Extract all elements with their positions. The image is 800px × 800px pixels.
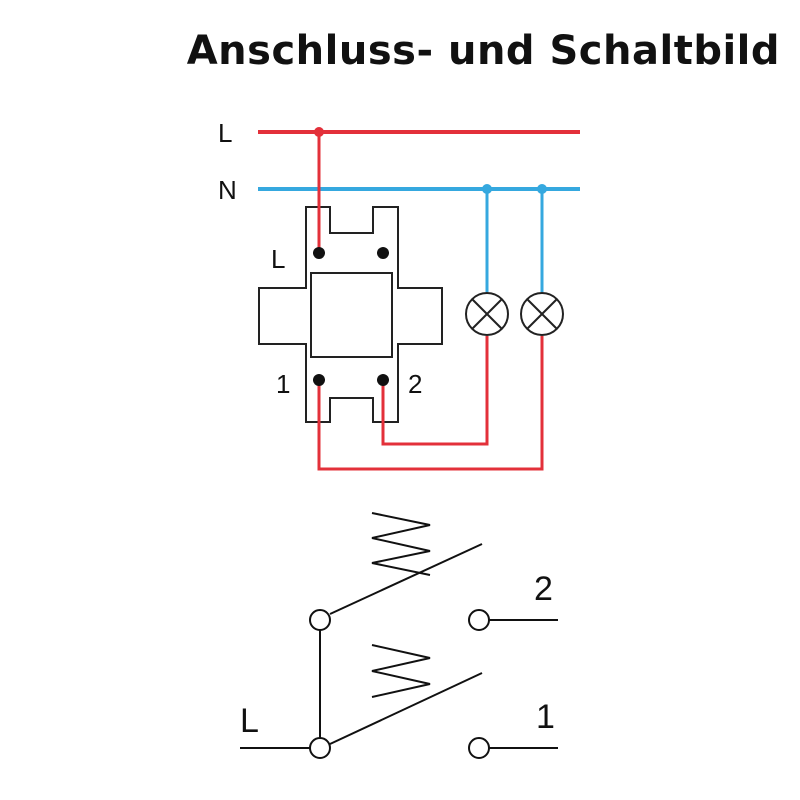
terminal-unused xyxy=(377,247,389,259)
neutral-rail-label: N xyxy=(218,175,237,205)
switch-rocker xyxy=(310,272,393,358)
output-2-wire xyxy=(381,336,489,446)
schematic-output-1-label: 1 xyxy=(536,698,555,736)
pivot-contact-1 xyxy=(309,737,331,759)
spring-icon xyxy=(371,512,431,576)
neutral-junction-dot-1 xyxy=(482,184,492,194)
terminal-1 xyxy=(313,374,325,386)
lamp-icon xyxy=(520,292,564,336)
terminal-2 xyxy=(377,374,389,386)
neutral-junction-dot-2 xyxy=(537,184,547,194)
output-contact-2 xyxy=(468,609,490,631)
lamp-icon xyxy=(465,292,509,336)
pivot-contact-2 xyxy=(309,609,331,631)
terminal-1-label: 1 xyxy=(276,369,290,399)
line-junction-dot xyxy=(314,127,324,137)
wiring-diagram: L N L 1 2 xyxy=(218,118,580,471)
switch-blade-1 xyxy=(329,672,483,745)
terminal-l xyxy=(313,247,325,259)
schematic-input-label: L xyxy=(240,702,259,740)
terminal-l-label: L xyxy=(271,244,285,274)
spring-icon xyxy=(371,644,431,698)
switch-schematic xyxy=(240,512,558,759)
terminal-2-label: 2 xyxy=(408,369,422,399)
output-1-wire xyxy=(317,336,544,471)
line-rail-label: L xyxy=(218,118,232,148)
page-title: Anschluss- und Schaltbild xyxy=(186,28,780,74)
switch-blade-2 xyxy=(329,543,483,615)
schematic-output-2-label: 2 xyxy=(534,570,553,608)
output-contact-1 xyxy=(468,737,490,759)
switch-housing xyxy=(258,206,443,423)
